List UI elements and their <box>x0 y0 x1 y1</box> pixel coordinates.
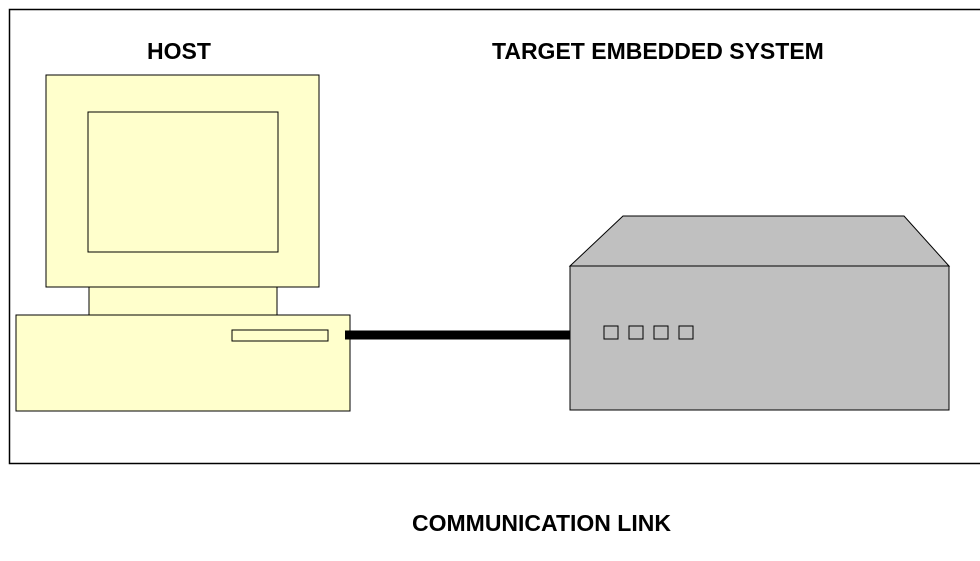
communication-link-label: COMMUNICATION LINK <box>412 510 671 536</box>
target-box-top <box>568 215 951 267</box>
host-base-unit <box>15 314 351 412</box>
target-port-4 <box>678 325 694 340</box>
target-box-front <box>569 265 950 411</box>
target-system <box>568 215 951 411</box>
host-monitor-stand <box>88 286 278 316</box>
target-ports <box>603 325 694 340</box>
host-label: HOST <box>147 38 211 64</box>
host-drive-slot <box>231 329 329 342</box>
host-computer <box>15 74 351 412</box>
host-screen <box>87 111 279 253</box>
target-system-label: TARGET EMBEDDED SYSTEM <box>492 38 824 64</box>
target-port-2 <box>628 325 644 340</box>
target-port-1 <box>603 325 619 340</box>
diagram-frame <box>8 8 980 465</box>
target-port-3 <box>653 325 669 340</box>
